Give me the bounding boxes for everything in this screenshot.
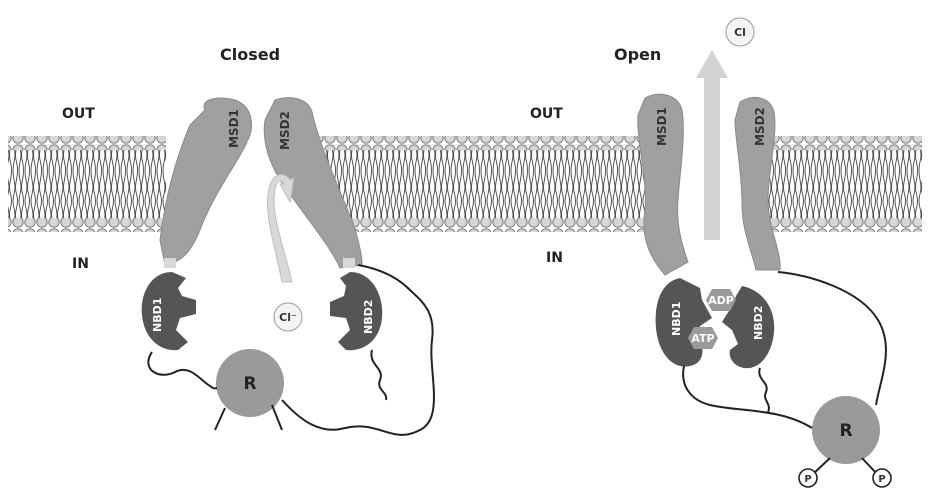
closed-r-label: R: [243, 374, 256, 394]
membrane-heads-bottom-1: [8, 218, 166, 232]
closed-title: Closed: [220, 45, 280, 64]
open-msd2-label: MSD2: [753, 107, 767, 146]
closed-linker-r-tail: [215, 408, 225, 430]
membrane-tails-1: [8, 148, 166, 220]
closed-chloride-label: Cl⁻: [279, 311, 297, 324]
open-adp-label: ADP: [708, 294, 734, 307]
open-linker-nbd2-tail: [759, 368, 769, 412]
open-title: Open: [614, 45, 661, 64]
open-nbd1: [656, 278, 712, 367]
membrane-heads-top-2: [316, 136, 656, 150]
closed-msd1-label: MSD1: [227, 109, 241, 148]
open-nbd2-label: NBD2: [752, 306, 765, 340]
open-nbd1-label: NBD1: [670, 302, 683, 336]
open-phospho-1-label: P: [804, 474, 811, 485]
closed-nbd2-label: NBD2: [362, 300, 375, 334]
membrane-heads-bottom-2: [316, 218, 656, 232]
open-linker-nbd1-r: [683, 366, 812, 428]
closed-panel: MSD1 MSD2 NBD1 NBD2 Cl⁻ R Closed OUT IN: [62, 45, 434, 435]
closed-linker-r-tail2: [272, 405, 282, 430]
open-out-label: OUT: [530, 106, 563, 122]
closed-linker-nbd1-r: [148, 352, 217, 389]
closed-linker-left: [164, 258, 176, 268]
closed-nbd2-tail: [371, 350, 386, 400]
closed-linker-right: [343, 258, 355, 268]
closed-nbd1: [142, 272, 196, 350]
closed-rotation-arrow: [267, 175, 294, 282]
membrane-heads-top-3: [768, 136, 922, 150]
open-atp-label: ATP: [691, 332, 714, 345]
open-msd1-label: MSD1: [655, 107, 669, 146]
closed-out-label: OUT: [62, 106, 95, 122]
membrane-tails-2: [316, 148, 656, 220]
membrane-tails-3: [768, 148, 922, 220]
open-in-label: IN: [546, 250, 563, 266]
closed-in-label: IN: [72, 256, 89, 272]
membrane-heads-bottom-3: [768, 218, 922, 232]
open-phospho-2-label: P: [878, 474, 885, 485]
membrane-heads-top-1: [8, 136, 166, 150]
closed-msd2-label: MSD2: [278, 111, 292, 150]
open-panel: MSD1 MSD2 Cl NBD1 NBD2 ADP ATP R P P: [530, 18, 891, 487]
open-chloride-label: Cl: [734, 26, 746, 39]
open-efflux-arrow: [696, 50, 728, 240]
membrane: [8, 136, 922, 232]
open-linker-msd2-r: [778, 272, 886, 405]
closed-nbd1-label: NBD1: [151, 298, 164, 332]
open-r-label: R: [839, 421, 852, 441]
